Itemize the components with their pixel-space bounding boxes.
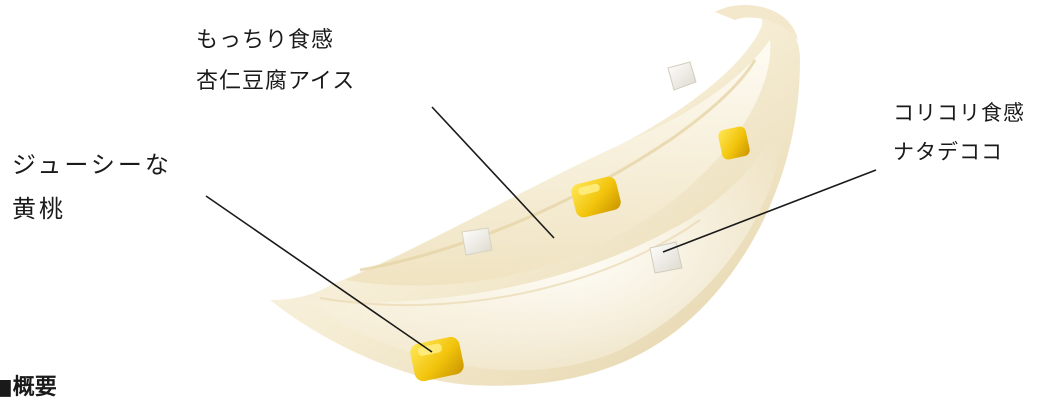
label-peach-line2: 黄桃	[12, 187, 172, 231]
label-nata-de-coco: コリコリ食感 ナタデココ	[893, 94, 1025, 172]
product-illustration-stage: もっちり食感 杏仁豆腐アイス ジューシーな 黄桃 コリコリ食感 ナタデココ ■概…	[0, 0, 1039, 390]
label-mochi-line1: もっちり食感	[196, 21, 355, 62]
nata-de-coco-cube	[668, 62, 696, 90]
label-yellow-peach: ジューシーな 黄桃	[12, 143, 172, 232]
label-mochi-line2: 杏仁豆腐アイス	[196, 62, 355, 103]
nata-de-coco-cube	[462, 228, 492, 255]
section-heading-overview: ■概要	[0, 369, 57, 401]
label-nata-line2: ナタデココ	[893, 133, 1025, 172]
label-peach-line1: ジューシーな	[12, 143, 172, 187]
label-nata-line1: コリコリ食感	[893, 94, 1025, 133]
label-mochi-annin-ice: もっちり食感 杏仁豆腐アイス	[196, 21, 355, 102]
